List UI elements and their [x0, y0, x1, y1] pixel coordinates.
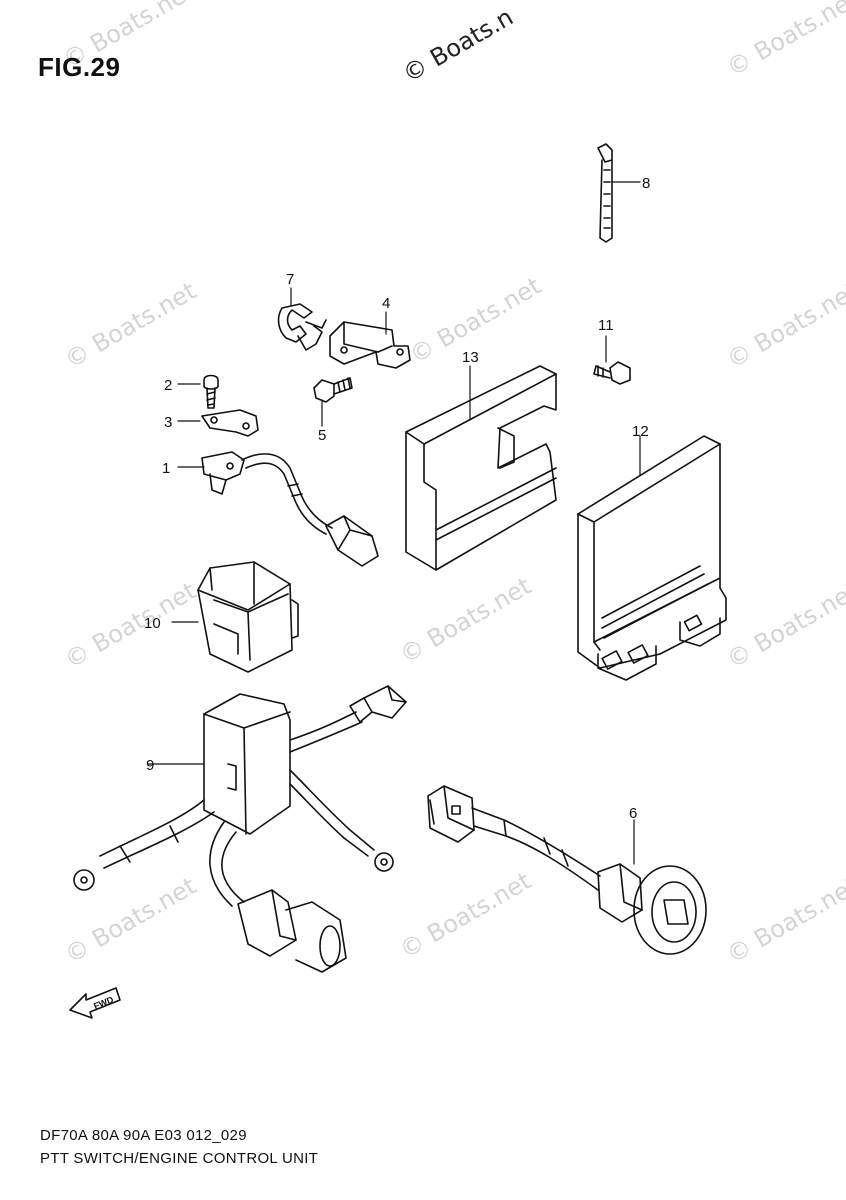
trim-switch-part	[427, 785, 707, 955]
figure-title: FIG.29	[38, 52, 121, 82]
figure-caption: PTT SWITCH/ENGINE CONTROL UNIT	[40, 1150, 319, 1167]
bolt-part	[313, 377, 353, 427]
callout-13: 13	[462, 349, 479, 366]
model-code: DF70A 80A 90A E03 012_029	[40, 1127, 247, 1144]
ecu-cover-part	[405, 365, 557, 571]
callout-8: 8	[642, 175, 650, 192]
callout-6: 6	[629, 805, 637, 822]
callout-7: 7	[286, 271, 294, 288]
clamp-part	[277, 287, 327, 351]
relay-cover-part	[171, 561, 299, 673]
fwd-arrow-icon: FWD	[69, 987, 121, 1019]
callout-3: 3	[164, 414, 172, 431]
callout-2: 2	[164, 377, 172, 394]
screw-part	[177, 374, 219, 409]
bolt-part	[593, 335, 631, 385]
callout-4: 4	[382, 295, 390, 312]
plate-part	[177, 409, 259, 437]
callout-1: 1	[162, 460, 170, 477]
callout-9: 9	[146, 757, 154, 774]
callout-12: 12	[632, 423, 649, 440]
callout-11: 11	[598, 317, 614, 334]
ecu-part	[577, 435, 727, 681]
bracket-part	[329, 311, 411, 369]
relay-harness-part	[73, 685, 407, 973]
cable-tie-part	[597, 143, 641, 243]
ptt-sensor-part	[177, 451, 379, 567]
callout-5: 5	[318, 427, 326, 444]
callout-10: 10	[144, 615, 161, 632]
